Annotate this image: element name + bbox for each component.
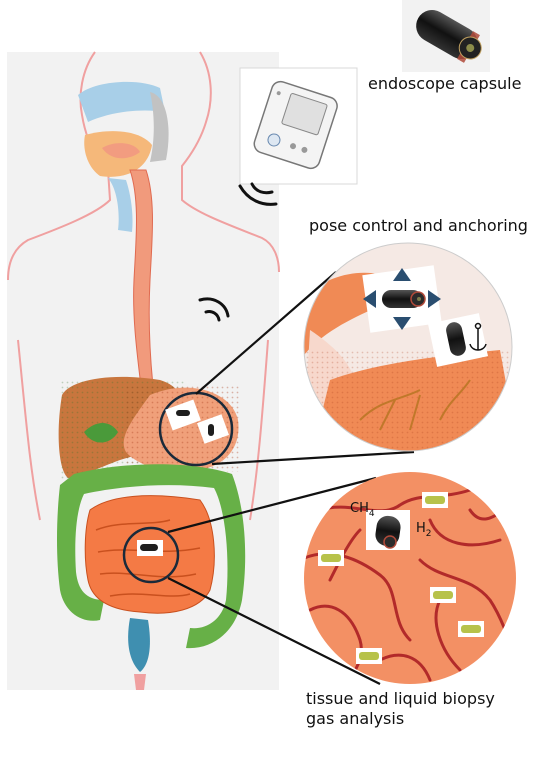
endoscope-capsule-photo — [402, 0, 490, 72]
hydrogen-label: H2 — [416, 521, 432, 539]
intestine-zoom-ring — [122, 526, 180, 584]
body-illustration — [7, 51, 280, 690]
mini-capsule-icon-3 — [140, 544, 158, 551]
anchoring-card — [427, 313, 489, 367]
endoscope-capsule-label: endoscope capsule — [368, 74, 522, 93]
head-tissue — [150, 92, 169, 162]
anus — [134, 674, 146, 690]
arrow-icon — [363, 268, 441, 330]
controller-icon — [253, 80, 338, 170]
capsule-icon-anchored — [446, 322, 466, 356]
pose-control-label: pose control and anchoring — [309, 216, 528, 235]
pose-control-zoom — [304, 243, 512, 451]
mini-capsule-icon-1 — [176, 410, 190, 416]
biopsy-label: tissue and liquid biopsy — [306, 689, 495, 708]
tongue — [102, 143, 140, 159]
connector-lines — [167, 271, 415, 685]
wireless-signal-icon-device — [238, 182, 278, 206]
colon — [57, 464, 246, 649]
nasal-cavity — [78, 81, 165, 122]
pose-zoom-border — [303, 242, 513, 452]
gallbladder — [84, 423, 118, 443]
gas-analysis-label: gas analysis — [306, 709, 405, 728]
body-outline-lower — [17, 339, 269, 521]
stomach-vessels — [359, 379, 471, 431]
stomach-wall-texture — [304, 350, 512, 451]
biopsy-zoom: CH4 H2 — [304, 472, 516, 684]
anchor-icon — [469, 322, 487, 351]
wireless-signal-icon — [198, 297, 230, 322]
biopsy-sample-icons — [318, 492, 484, 664]
controller-device — [238, 67, 358, 206]
rectum — [128, 618, 150, 672]
methane-label: CH4 — [350, 501, 375, 519]
trachea — [108, 178, 133, 232]
pose-control-card — [362, 265, 442, 333]
mini-capsule-icon-2 — [208, 424, 214, 436]
